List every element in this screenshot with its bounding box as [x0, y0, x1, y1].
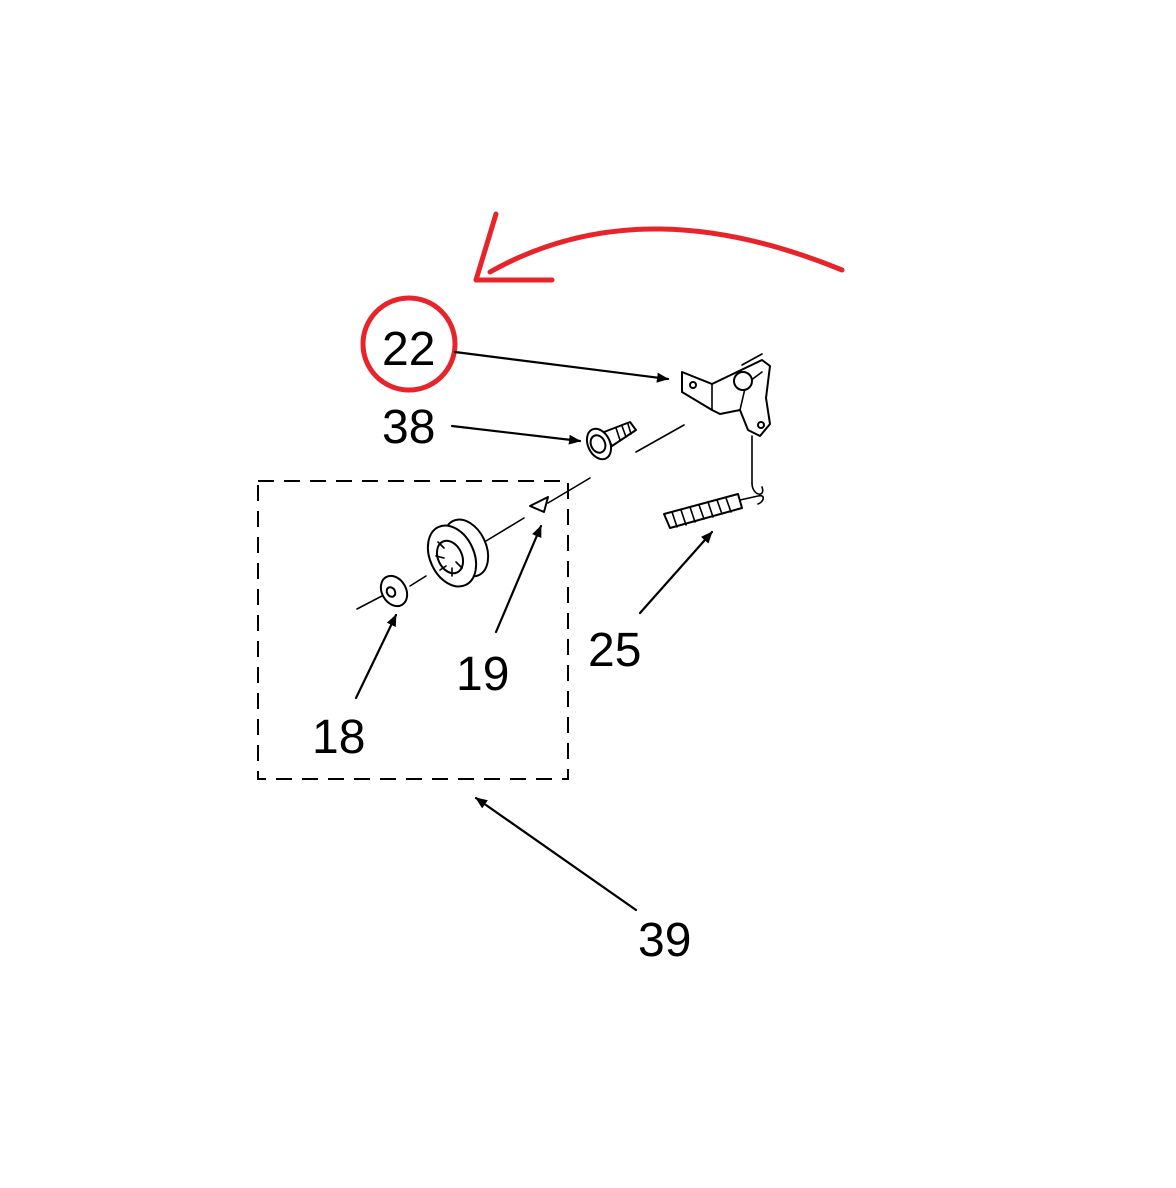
- callout-38: 38: [382, 401, 435, 454]
- callout-18: 18: [312, 711, 365, 764]
- leader-25: [638, 530, 714, 615]
- part-38-screw: [585, 421, 637, 461]
- leader-22: [453, 350, 670, 383]
- part-18-washer: [379, 574, 409, 608]
- part-19-roller: [426, 518, 490, 588]
- callout-25: 25: [588, 624, 641, 677]
- callout-19: 19: [456, 648, 509, 701]
- part-22-bracket: [681, 353, 771, 495]
- part-25-spring: [663, 493, 765, 529]
- leader-19: [494, 524, 543, 634]
- callout-39: 39: [638, 914, 691, 967]
- leader-39: [474, 796, 638, 912]
- highlight-circle: [360, 295, 458, 393]
- assembly-axis: [356, 424, 685, 610]
- highlight-arrow: [473, 211, 845, 283]
- callout-22: 22: [382, 323, 435, 376]
- leader-18: [354, 613, 398, 700]
- leader-38: [450, 424, 582, 445]
- assembly-box-39: [257, 480, 569, 780]
